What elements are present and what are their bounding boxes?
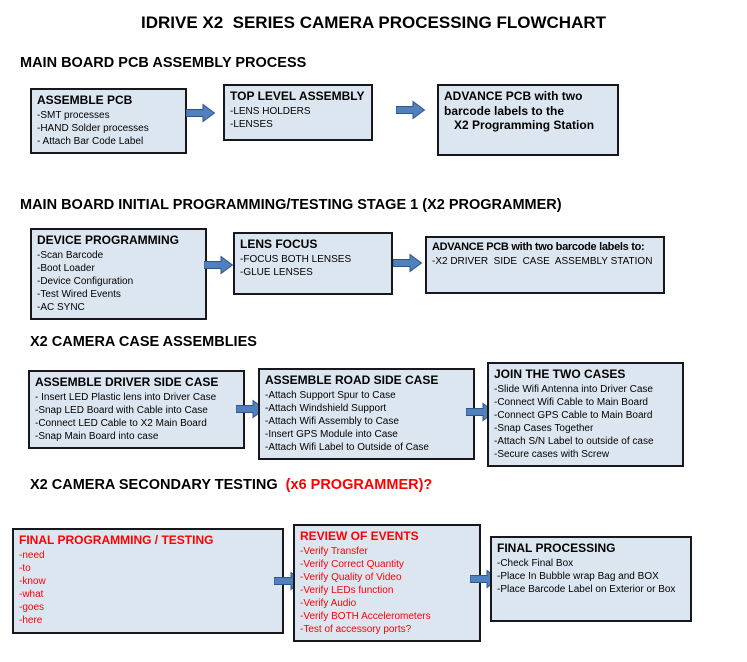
flow-box-join-the-two-cases: JOIN THE TWO CASES -Slide Wifi Antenna i… bbox=[487, 362, 684, 467]
box-item: -Attach S/N Label to outside of case bbox=[494, 435, 654, 447]
box-item: -need bbox=[19, 549, 45, 561]
box-item: -to bbox=[19, 562, 31, 574]
box-item: -GLUE LENSES bbox=[240, 266, 313, 278]
arrow-right-icon bbox=[396, 100, 426, 120]
box-title: ASSEMBLE PCB bbox=[37, 93, 133, 107]
box-item: -Place In Bubble wrap Bag and BOX bbox=[497, 570, 659, 582]
box-item: -Attach Wifi Label to Outside of Case bbox=[265, 441, 429, 453]
arrow-right-icon bbox=[186, 103, 216, 123]
arrow-right-icon bbox=[204, 255, 234, 275]
box-item: -Place Barcode Label on Exterior or Box bbox=[497, 583, 676, 595]
box-item: -Attach Support Spur to Case bbox=[265, 389, 396, 401]
box-item: -Boot Loader bbox=[37, 262, 95, 274]
box-item: -Verify LEDs function bbox=[300, 584, 394, 596]
box-item: -HAND Solder processes bbox=[37, 122, 149, 134]
box-item: -SMT processes bbox=[37, 109, 110, 121]
section-heading-pcb-assembly: MAIN BOARD PCB ASSEMBLY PROCESS bbox=[20, 55, 307, 71]
box-title: ASSEMBLE DRIVER SIDE CASE bbox=[35, 375, 219, 389]
box-item: -Attach Wifi Assembly to Case bbox=[265, 415, 399, 427]
flow-box-advance-pcb-case-assembly: ADVANCE PCB with two barcode labels to: … bbox=[425, 236, 665, 294]
box-item: -FOCUS BOTH LENSES bbox=[240, 253, 352, 265]
box-item: -Test of accessory ports? bbox=[300, 623, 412, 635]
box-item: -Snap Main Board into case bbox=[35, 430, 159, 442]
box-item: -Snap Cases Together bbox=[494, 422, 594, 434]
box-item: -what bbox=[19, 588, 44, 600]
box-item: -LENSES bbox=[230, 118, 273, 130]
box-item: -Connect GPS Cable to Main Board bbox=[494, 409, 653, 421]
flow-box-review-of-events: REVIEW OF EVENTS -Verify Transfer -Verif… bbox=[293, 524, 481, 642]
box-item: -Scan Barcode bbox=[37, 249, 104, 261]
box-title: FINAL PROGRAMMING / TESTING bbox=[19, 533, 214, 547]
box-item: -Verify Transfer bbox=[300, 545, 368, 557]
box-item: -goes bbox=[19, 601, 45, 613]
arrow-right-icon bbox=[393, 253, 423, 273]
box-title: FINAL PROCESSING bbox=[497, 541, 616, 555]
box-item: -Verify Audio bbox=[300, 597, 357, 609]
flow-box-top-level-assembly: TOP LEVEL ASSEMBLY -LENS HOLDERS -LENSES bbox=[223, 84, 373, 141]
box-item: -Secure cases with Screw bbox=[494, 448, 610, 460]
box-item: - Attach Bar Code Label bbox=[37, 135, 144, 147]
flow-box-final-processing: FINAL PROCESSING -Check Final Box -Place… bbox=[490, 536, 692, 622]
box-item: -Check Final Box bbox=[497, 557, 574, 569]
box-item: -Connect Wifi Cable to Main Board bbox=[494, 396, 648, 408]
box-item: -X2 DRIVER SIDE CASE ASSEMBLY STATION bbox=[432, 256, 653, 268]
box-item: -LENS HOLDERS bbox=[230, 105, 311, 117]
box-item: -Device Configuration bbox=[37, 275, 134, 287]
box-item: - Insert LED Plastic lens into Driver Ca… bbox=[35, 391, 217, 403]
page-title: IDRIVE X2 SERIES CAMERA PROCESSING FLOWC… bbox=[140, 13, 607, 32]
section-heading-secondary-testing: X2 CAMERA SECONDARY TESTING (x6 PROGRAMM… bbox=[30, 477, 432, 493]
box-item: -here bbox=[19, 614, 43, 626]
box-item: -Verify Correct Quantity bbox=[300, 558, 404, 570]
flow-box-assemble-driver-side-case: ASSEMBLE DRIVER SIDE CASE - Insert LED P… bbox=[28, 370, 245, 449]
box-item: -Slide Wifi Antenna into Driver Case bbox=[494, 383, 653, 395]
flow-box-assemble-pcb: ASSEMBLE PCB -SMT processes -HAND Solder… bbox=[30, 88, 187, 154]
box-title: JOIN THE TWO CASES bbox=[494, 367, 626, 381]
box-title: LENS FOCUS bbox=[240, 237, 318, 251]
section-heading-red-part: (x6 PROGRAMMER)? bbox=[285, 477, 433, 493]
box-item: -Attach Windshield Support bbox=[265, 402, 387, 414]
flow-box-lens-focus: LENS FOCUS -FOCUS BOTH LENSES -GLUE LENS… bbox=[233, 232, 393, 295]
flow-box-device-programming: DEVICE PROGRAMMING -Scan Barcode -Boot L… bbox=[30, 228, 207, 320]
box-item: -Test Wired Events bbox=[37, 288, 121, 300]
flow-box-advance-pcb-programming-station: ADVANCE PCB with two barcode labels to t… bbox=[437, 84, 619, 156]
flow-box-assemble-road-side-case: ASSEMBLE ROAD SIDE CASE -Attach Support … bbox=[258, 368, 475, 460]
section-heading-black-part: X2 CAMERA SECONDARY TESTING bbox=[30, 477, 286, 493]
section-heading-case-assemblies: X2 CAMERA CASE ASSEMBLIES bbox=[30, 334, 257, 350]
box-item: -Connect LED Cable to X2 Main Board bbox=[35, 417, 207, 429]
flow-box-final-programming-testing: FINAL PROGRAMMING / TESTING -need -to -k… bbox=[12, 528, 284, 634]
box-item: -Verify Quality of Video bbox=[300, 571, 402, 583]
box-item: -know bbox=[19, 575, 46, 587]
box-title: TOP LEVEL ASSEMBLY bbox=[230, 89, 365, 103]
box-item: -Verify BOTH Accelerometers bbox=[300, 610, 431, 622]
box-item: -AC SYNC bbox=[37, 301, 85, 313]
box-title: ADVANCE PCB with two barcode labels to: bbox=[432, 241, 645, 253]
box-item: -Insert GPS Module into Case bbox=[265, 428, 398, 440]
section-heading-initial-programming: MAIN BOARD INITIAL PROGRAMMING/TESTING S… bbox=[20, 197, 562, 213]
box-title: ADVANCE PCB with two barcode labels to t… bbox=[444, 89, 595, 133]
box-item: -Snap LED Board with Cable into Case bbox=[35, 404, 208, 416]
box-title: ASSEMBLE ROAD SIDE CASE bbox=[265, 373, 439, 387]
box-title: REVIEW OF EVENTS bbox=[300, 529, 419, 543]
box-title: DEVICE PROGRAMMING bbox=[37, 233, 180, 247]
